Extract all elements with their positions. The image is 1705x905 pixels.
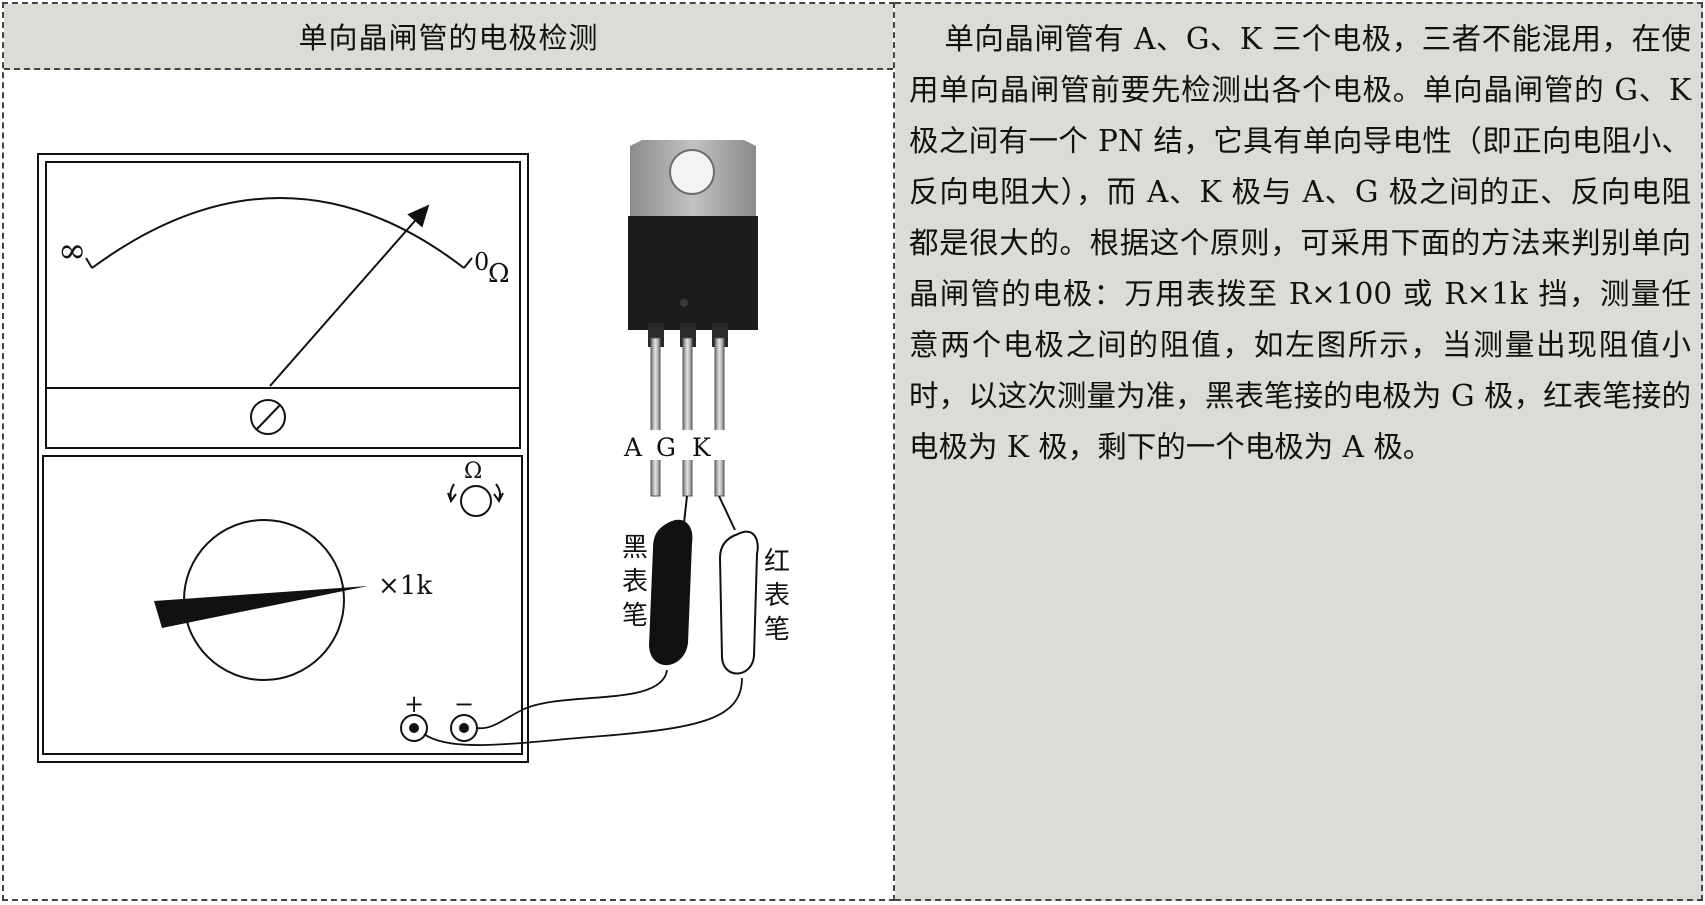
range-selector-knob[interactable] <box>154 519 368 681</box>
black-probe-label: 黑 表 笔 <box>622 533 648 631</box>
description-panel: 单向晶闸管有 A、G、K 三个电极，三者不能混用，在使用单向晶闸管前要先检测出各… <box>895 2 1703 901</box>
mounting-hole <box>669 149 715 195</box>
multimeter: ∞ 0 Ω Ω <box>37 153 529 763</box>
meter-dial-window: ∞ 0 Ω <box>45 161 521 449</box>
minus-label: − <box>454 690 474 718</box>
pin-label-k: K <box>692 433 712 462</box>
pin-k <box>714 337 725 497</box>
plus-jack[interactable] <box>400 714 428 742</box>
black-probe-lead <box>476 669 668 730</box>
ohm-adjust-knob[interactable]: Ω <box>447 459 504 517</box>
ohm-unit-mark: Ω <box>488 259 510 289</box>
ohm-knob-label: Ω <box>464 459 482 484</box>
meter-needle <box>269 204 430 387</box>
thyristor: A G K <box>620 140 758 497</box>
red-probe-lead <box>423 677 743 746</box>
red-probe-label: 红 表 笔 <box>764 547 790 645</box>
description-text: 单向晶闸管有 A、G、K 三个电极，三者不能混用，在使用单向晶闸管前要先检测出各… <box>909 22 1691 464</box>
svg-text:红: 红 <box>764 547 790 577</box>
red-probe[interactable] <box>718 530 759 675</box>
zero-mark: 0 <box>474 248 489 276</box>
svg-text:表: 表 <box>764 581 790 611</box>
diagram-title: 单向晶闸管的电极检测 <box>4 4 893 70</box>
range-selector-pointer <box>154 586 368 628</box>
pin-g <box>682 337 693 497</box>
black-probe[interactable] <box>648 519 693 665</box>
range-label: ×1k <box>378 571 432 601</box>
infinity-mark: ∞ <box>58 231 86 271</box>
meter-scale-arc <box>91 197 465 269</box>
pin-a <box>650 337 661 497</box>
minus-jack[interactable] <box>450 714 478 742</box>
measurement-diagram: ∞ 0 Ω Ω <box>37 140 790 763</box>
svg-text:笔: 笔 <box>622 601 648 631</box>
meter-control-area: Ω ×1k + − <box>42 455 523 755</box>
svg-text:表: 表 <box>622 567 648 597</box>
thyristor-body <box>628 216 758 330</box>
pin-label-a: A <box>623 433 643 462</box>
pin-label-g: G <box>656 433 676 462</box>
svg-text:黑: 黑 <box>622 533 648 563</box>
svg-text:笔: 笔 <box>764 615 790 645</box>
plus-label: + <box>404 690 424 718</box>
